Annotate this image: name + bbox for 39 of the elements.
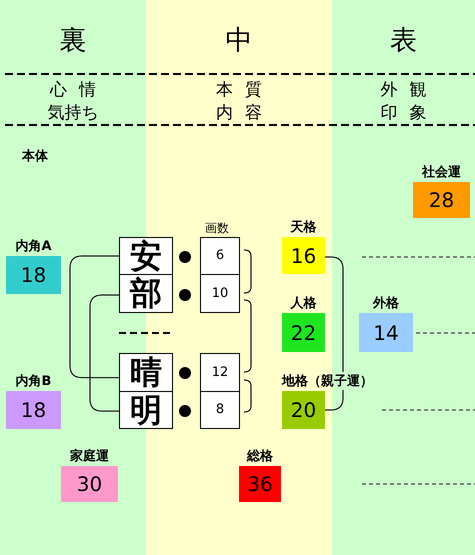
stroke-count-box: 8: [200, 391, 240, 429]
stroke-count-box: 6: [200, 237, 240, 275]
stroke-count-box: 12: [200, 353, 240, 392]
column-label: 画数: [205, 220, 229, 237]
connector-line: [90, 294, 120, 412]
character-box: 部: [119, 274, 173, 313]
column-heading: 表: [390, 24, 417, 58]
column-subtitle: 心情: [48, 79, 108, 101]
score-value: 36: [247, 472, 273, 496]
character-box: 晴: [119, 353, 173, 392]
score-value: 16: [290, 244, 316, 268]
character-box: 安: [119, 237, 173, 275]
connector-line: [70, 256, 120, 378]
column-subtitle: 気持ち: [48, 102, 98, 124]
score-label: 人格: [290, 294, 316, 312]
connector-line: [324, 256, 344, 410]
column-heading: 中: [226, 24, 252, 58]
score-value: 14: [373, 320, 399, 344]
score-value: 28: [428, 188, 454, 212]
score-label: 天格: [290, 218, 316, 236]
score-value: 18: [20, 398, 46, 422]
score-label: 総格: [247, 447, 273, 465]
column-heading: 裏: [60, 24, 86, 58]
character-box: 明: [119, 391, 173, 429]
stroke-count-box: 10: [200, 274, 240, 313]
score-label: 社会運: [422, 163, 461, 181]
score-label: 家庭運: [70, 447, 109, 465]
column-subtitle: 外観: [380, 79, 438, 101]
column-subtitle: 本質: [215, 79, 274, 101]
section-label: 本体: [22, 148, 48, 165]
column-subtitle: 内容: [215, 102, 274, 124]
score-value: 18: [20, 263, 46, 287]
score-label: 内角A: [15, 237, 52, 255]
score-label: 内角B: [16, 372, 52, 390]
score-value: 30: [76, 472, 102, 496]
score-value: 20: [290, 398, 316, 422]
column-subtitle: 印象: [380, 102, 438, 124]
score-label: 外格: [373, 294, 399, 312]
score-value: 22: [290, 320, 316, 344]
